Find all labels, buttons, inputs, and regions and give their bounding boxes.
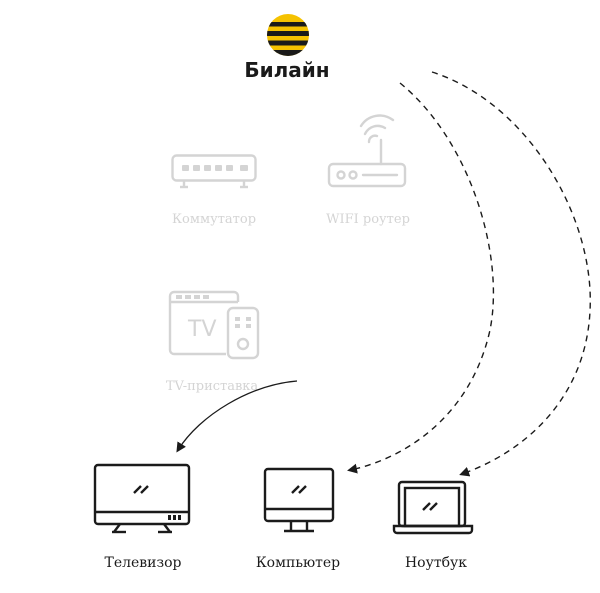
arrow-to-tv	[176, 380, 298, 453]
router-label: WIFI роутер	[326, 212, 410, 227]
arrow-to-laptop	[431, 71, 591, 477]
computer-label: Компьютер	[255, 555, 341, 571]
tv-label: Телевизор	[104, 555, 182, 571]
desktop-computer-icon	[263, 467, 335, 533]
wifi-router-icon	[327, 114, 407, 188]
beeline-logo-icon	[267, 14, 309, 56]
arrow-to-computer	[347, 82, 495, 474]
brand-name: Билайн	[244, 58, 330, 82]
laptop-icon	[392, 480, 474, 535]
network-switch-icon	[171, 154, 257, 189]
tv-box-screen-text: TV	[187, 317, 217, 342]
tv-box-label: TV-приставка	[165, 379, 259, 394]
switch-label: Коммутатор	[171, 212, 257, 227]
tv-set-top-box-icon: TV	[168, 290, 260, 360]
television-icon	[93, 463, 191, 534]
laptop-label: Ноутбук	[404, 555, 468, 571]
